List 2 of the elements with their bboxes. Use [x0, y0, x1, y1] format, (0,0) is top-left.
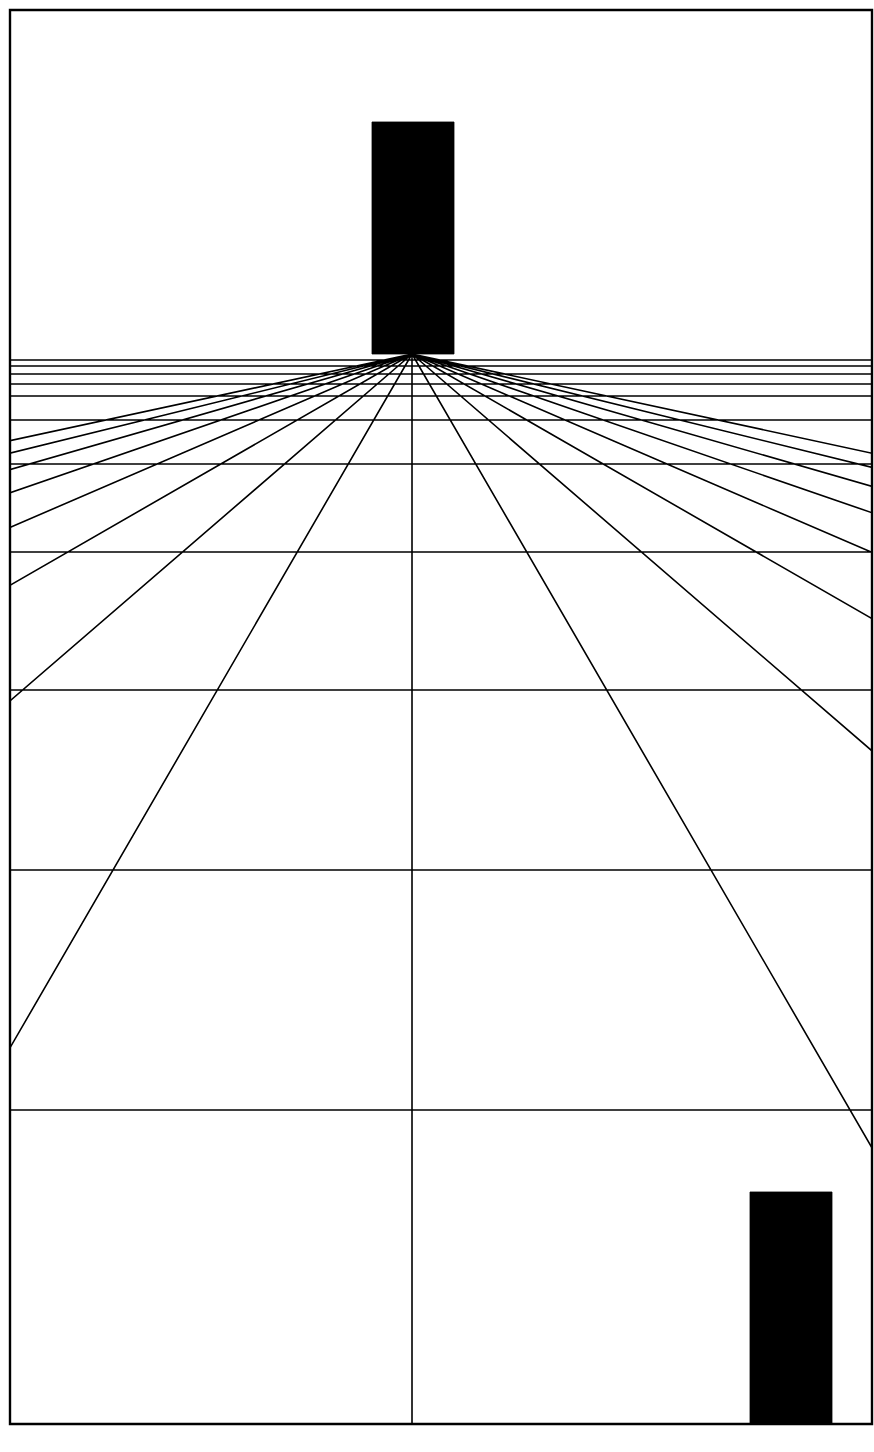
bar [371, 121, 455, 355]
bar [749, 1191, 833, 1425]
